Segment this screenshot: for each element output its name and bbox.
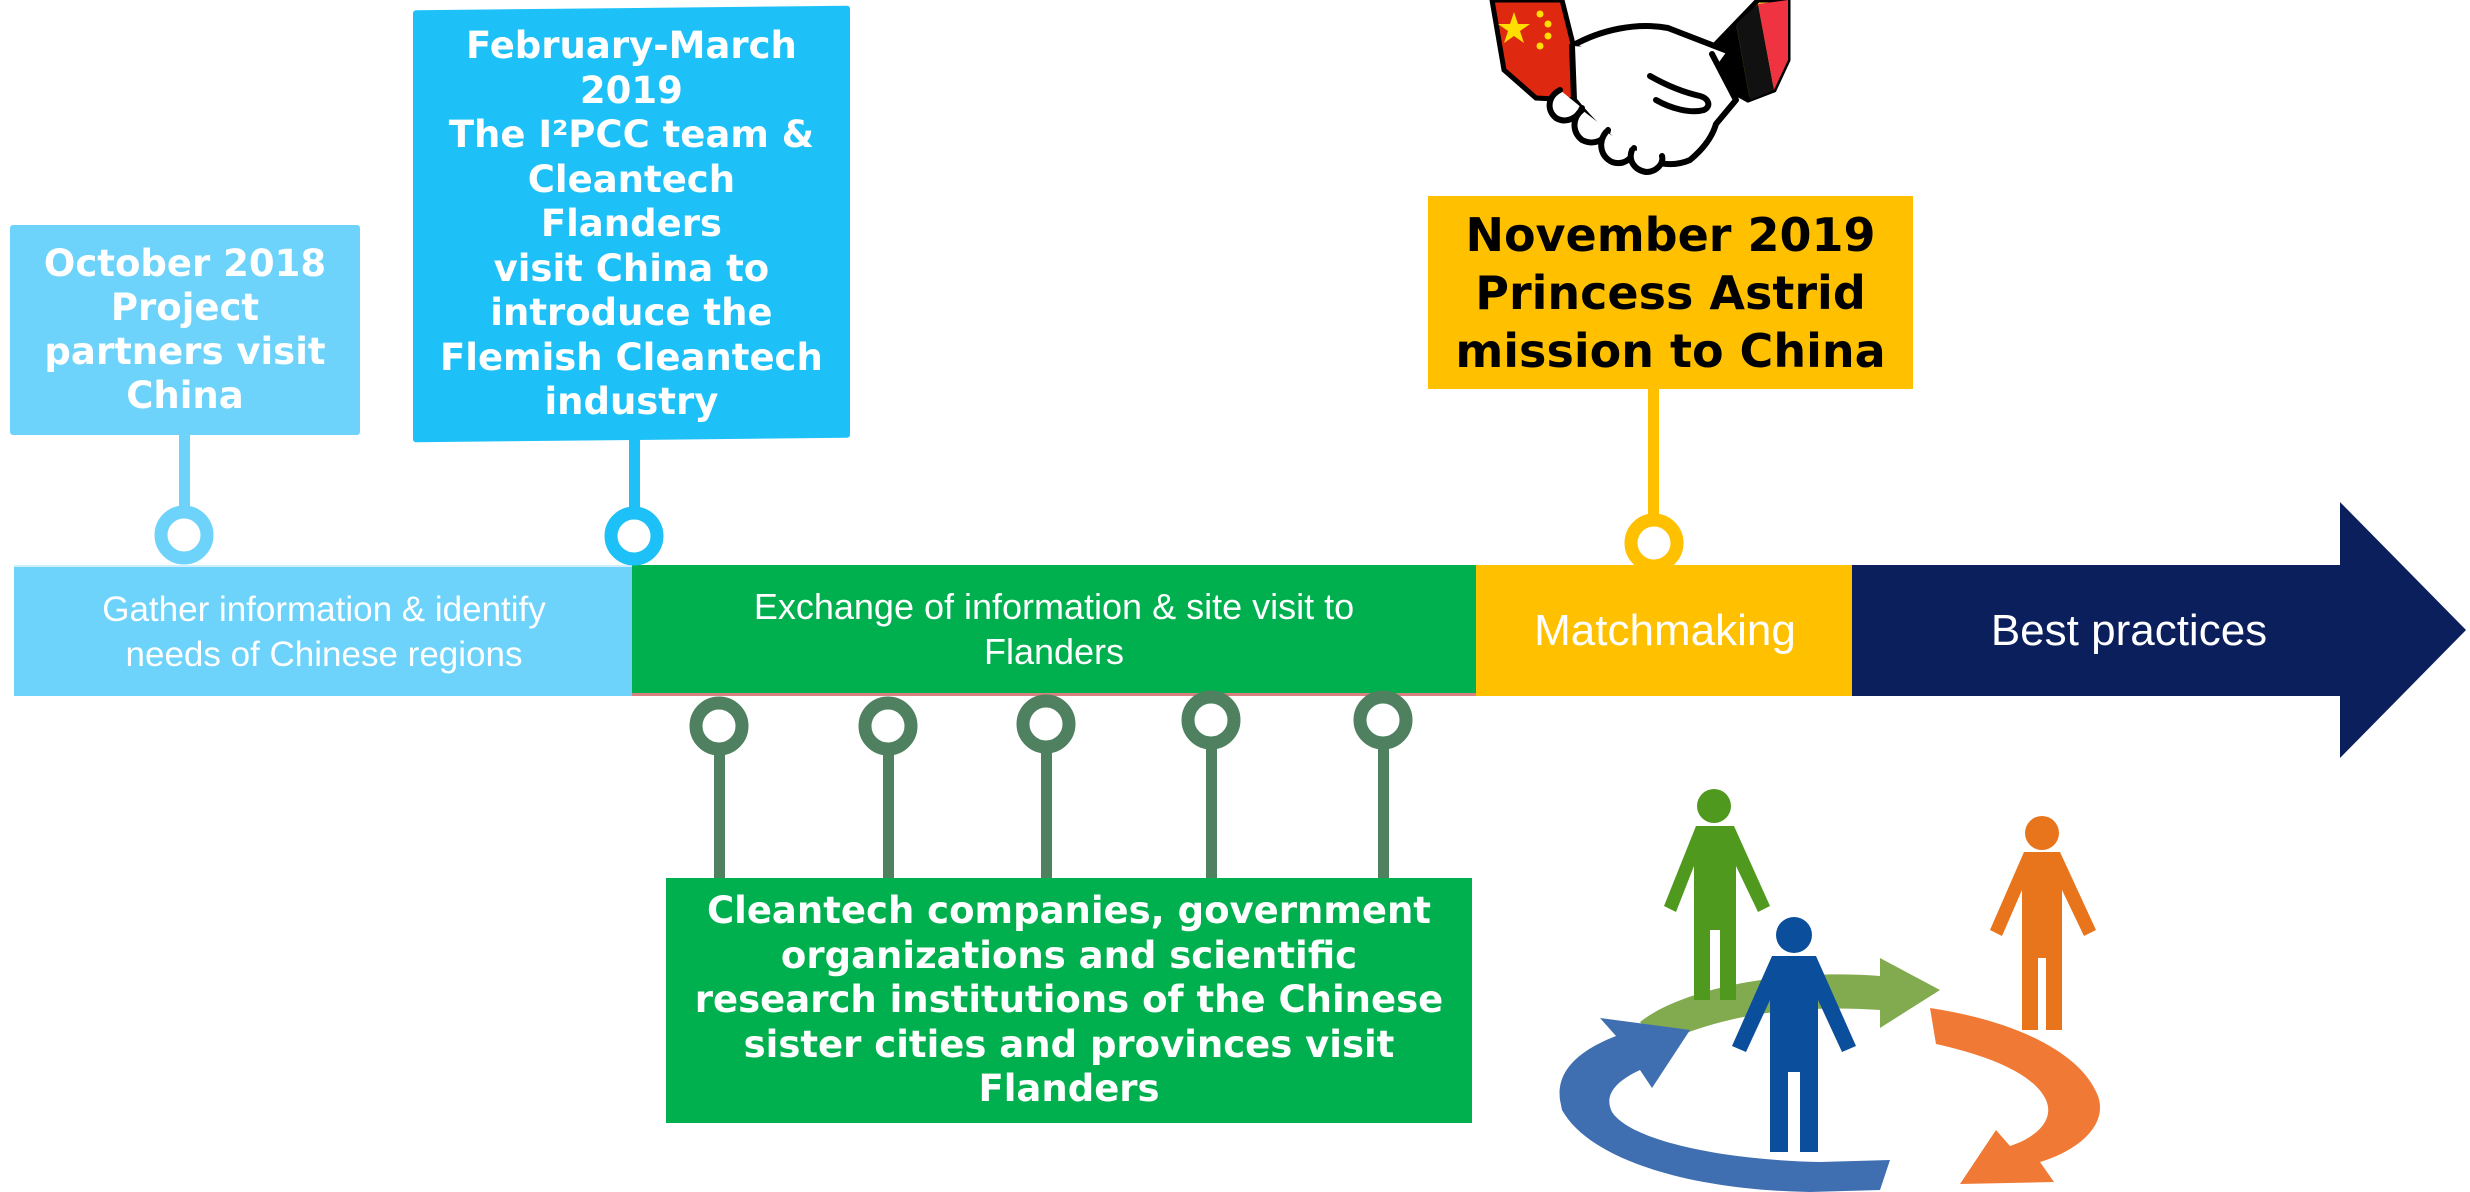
phase-matchmaking-label: Matchmaking	[1534, 605, 1796, 655]
connector-ring-feb-mar-2019	[604, 506, 664, 566]
connector-ring-visit-1	[689, 696, 749, 756]
person-orange	[1990, 816, 2096, 1030]
connector-ring-visit-5	[1353, 690, 1413, 750]
connector-stem-visit-4	[1206, 740, 1217, 880]
phase-exchange-information-label: Exchange of information & site visit to …	[753, 586, 1355, 672]
connector-ring-visit-4	[1181, 690, 1241, 750]
connector-stem-visit-3	[1041, 745, 1052, 880]
phase-best-practices-label: Best practices	[1990, 605, 2268, 655]
event-feb-mar-2019-text: February-March 2019 The I²PCC team & Cle…	[440, 23, 823, 423]
phase-best-practices: Best practices	[1854, 565, 2404, 696]
connector-stem-november-2019	[1648, 388, 1659, 528]
connector-ring-visit-2	[858, 696, 918, 756]
person-blue	[1732, 917, 1856, 1152]
event-november-2019-text: November 2019 Princess Astrid mission to…	[1455, 207, 1886, 378]
event-october-2018-text: October 2018 Project partners visit Chin…	[43, 242, 327, 417]
connector-group-chinese-visits	[689, 690, 1413, 880]
event-october-2018: October 2018 Project partners visit Chin…	[10, 225, 360, 435]
phase-gather-information: Gather information & identify needs of C…	[14, 565, 634, 696]
connector-ring-october-2018	[154, 505, 214, 565]
phase-exchange-information: Exchange of information & site visit to …	[632, 565, 1476, 696]
phase-matchmaking: Matchmaking	[1476, 565, 1854, 696]
connector-stem-visit-5	[1378, 740, 1389, 880]
connector-ring-november-2019	[1624, 513, 1684, 573]
connector-ring-visit-3	[1016, 694, 1076, 754]
person-green	[1664, 789, 1770, 1000]
event-chinese-visits: Cleantech companies, government organiza…	[666, 878, 1472, 1123]
connector-stem-visit-1	[714, 745, 725, 880]
connector-stem-october-2018	[179, 434, 190, 526]
event-chinese-visits-text: Cleantech companies, government organiza…	[694, 889, 1444, 1111]
phase-gather-information-label: Gather information & identify needs of C…	[102, 589, 546, 674]
connector-stem-feb-mar-2019	[629, 438, 640, 528]
event-november-2019: November 2019 Princess Astrid mission to…	[1428, 196, 1913, 389]
cycle-arrows	[1559, 958, 2101, 1192]
connector-stem-visit-2	[883, 745, 894, 880]
event-feb-mar-2019: February-March 2019 The I²PCC team & Cle…	[413, 5, 850, 443]
